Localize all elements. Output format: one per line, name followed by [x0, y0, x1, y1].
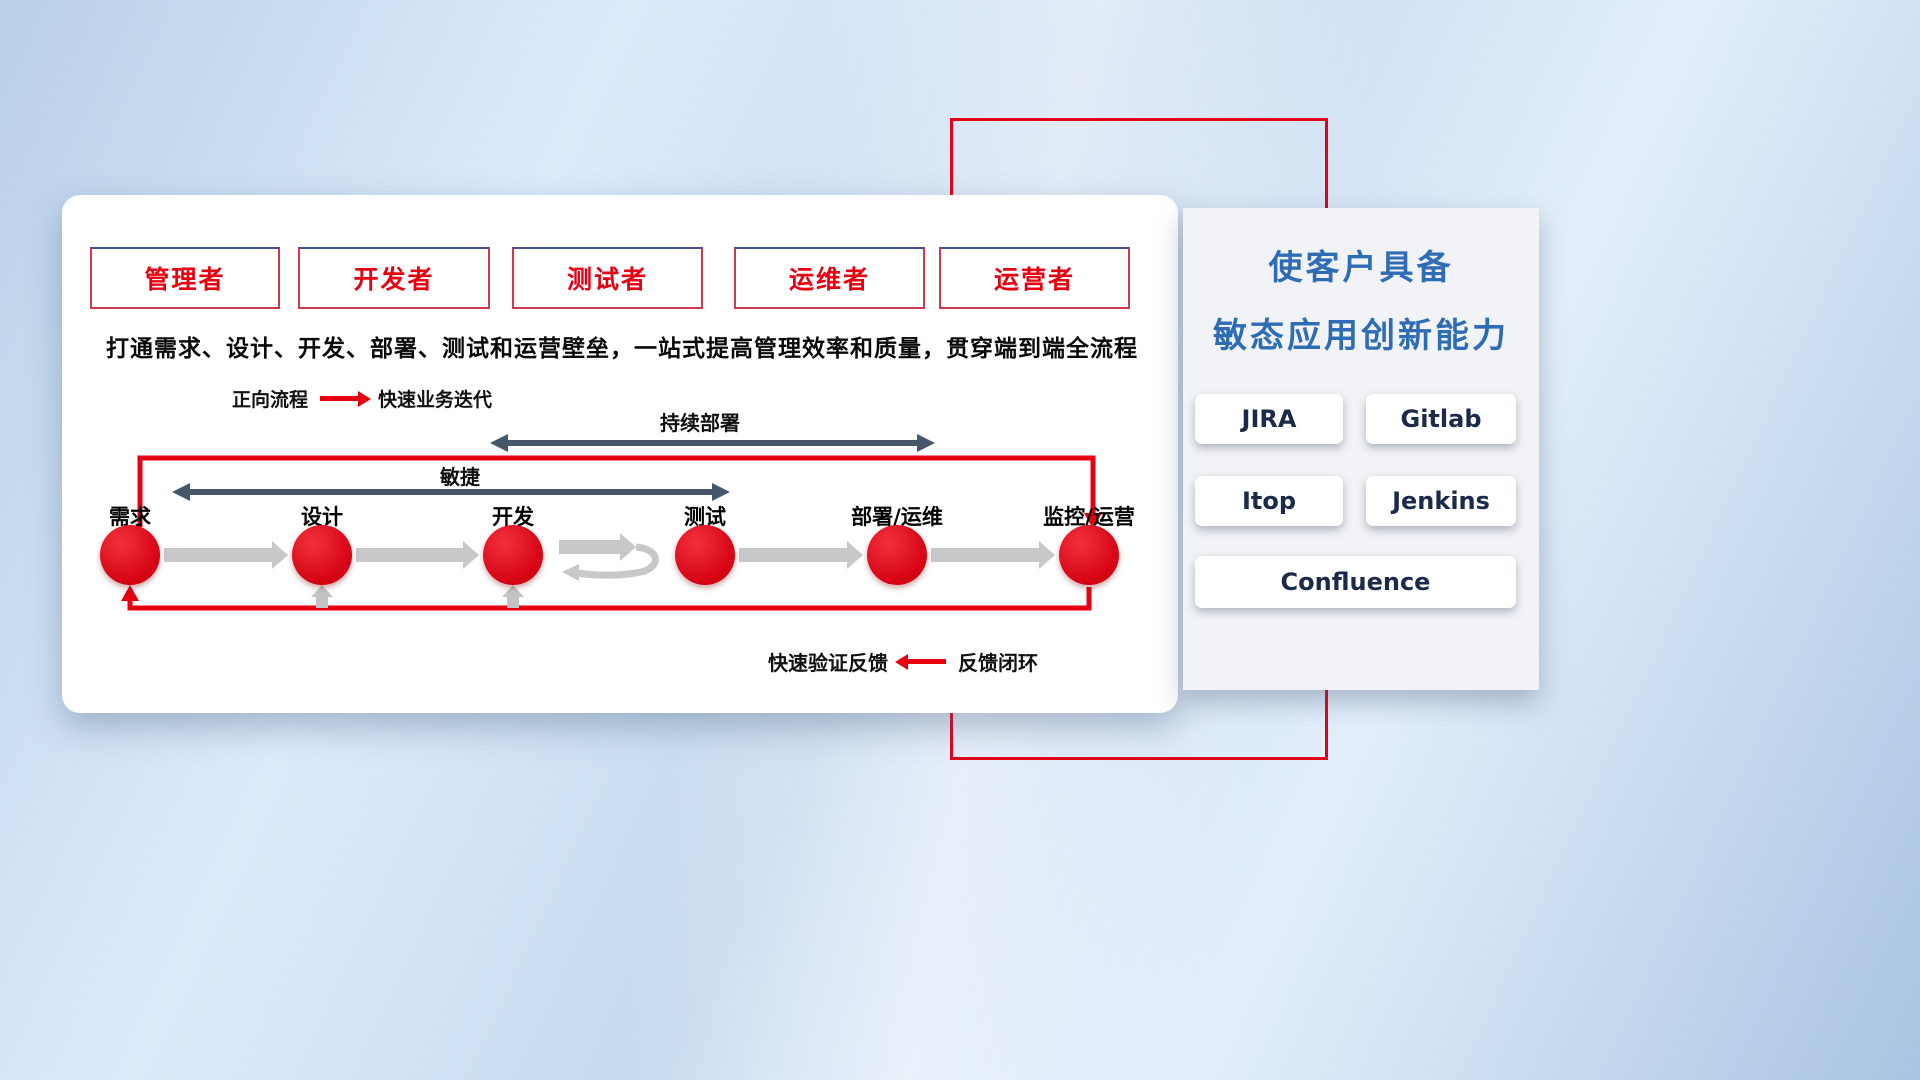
- stage-node-test: [675, 525, 735, 585]
- tool-label: Gitlab: [1400, 405, 1482, 433]
- feedback-legend-label: 快速验证反馈: [768, 651, 888, 675]
- feedback-up-arrow-design: [311, 585, 333, 608]
- tool-label: Confluence: [1280, 568, 1431, 596]
- feedback-up-arrow-develop: [502, 585, 524, 608]
- stage-node-monitor-ops: [1059, 525, 1119, 585]
- tool-chip-jira: JIRA: [1195, 394, 1343, 444]
- red-right-arrow-icon: [320, 390, 372, 407]
- forward-flow-legend: 正向流程 快速业务迭代: [232, 385, 492, 412]
- continuous-deploy-span-arrow: [490, 434, 935, 452]
- tool-chip-confluence: Confluence: [1195, 556, 1516, 608]
- forward-legend-value: 快速业务迭代: [378, 389, 493, 411]
- role-label: 运维者: [788, 265, 870, 294]
- devops-flow-panel: 管理者 开发者 测试者 运维者 运营者 打通需求、设计、开发、部署、测试和运营壁…: [62, 195, 1178, 713]
- tool-label: Jenkins: [1392, 487, 1490, 515]
- forward-legend-label: 正向流程: [232, 389, 309, 411]
- feedback-loop-arrowhead: [121, 585, 139, 601]
- capability-panel: 使客户具备 敏态应用创新能力 JIRA Gitlab Itop Jenkins …: [1183, 208, 1539, 690]
- tool-label: JIRA: [1241, 405, 1297, 433]
- flow-arrow-3: [739, 541, 863, 569]
- iterate-loop-icon: [559, 533, 659, 581]
- role-box-tester: 测试者: [512, 247, 703, 309]
- feedback-loop-legend: 快速验证反馈 反馈闭环: [768, 647, 1038, 676]
- continuous-deploy-label: 持续部署: [660, 411, 740, 435]
- stage-node-design: [292, 525, 352, 585]
- flow-arrow-2: [356, 541, 479, 569]
- stage-node-requirements: [100, 525, 160, 585]
- feedback-legend-value: 反馈闭环: [958, 651, 1038, 675]
- red-left-arrow-icon: [895, 653, 946, 670]
- stage-node-deploy-ops: [867, 525, 927, 585]
- tool-label: Itop: [1241, 487, 1297, 515]
- tool-chip-gitlab: Gitlab: [1366, 394, 1516, 444]
- tool-chip-itop: Itop: [1195, 476, 1343, 526]
- flow-arrow-1: [164, 541, 288, 569]
- role-box-ops: 运维者: [734, 247, 925, 309]
- stage-node-develop: [483, 525, 543, 585]
- flow-arrow-4: [931, 541, 1055, 569]
- role-label: 管理者: [144, 265, 226, 294]
- feedback-loop-line: [121, 585, 1092, 611]
- agile-label: 敏捷: [440, 465, 480, 489]
- role-box-operator: 运营者: [939, 247, 1130, 309]
- panel-title-line1: 使客户具备: [1268, 248, 1454, 288]
- role-label: 开发者: [353, 265, 435, 294]
- role-label: 测试者: [566, 265, 648, 294]
- role-label: 运营者: [993, 265, 1075, 294]
- panel-title-line2: 敏态应用创新能力: [1213, 316, 1509, 356]
- role-box-developer: 开发者: [298, 247, 490, 309]
- panel-description: 打通需求、设计、开发、部署、测试和运营壁垒，一站式提高管理效率和质量，贯穿端到端…: [106, 336, 1138, 362]
- tool-chip-jenkins: Jenkins: [1366, 476, 1516, 526]
- role-box-manager: 管理者: [90, 247, 280, 309]
